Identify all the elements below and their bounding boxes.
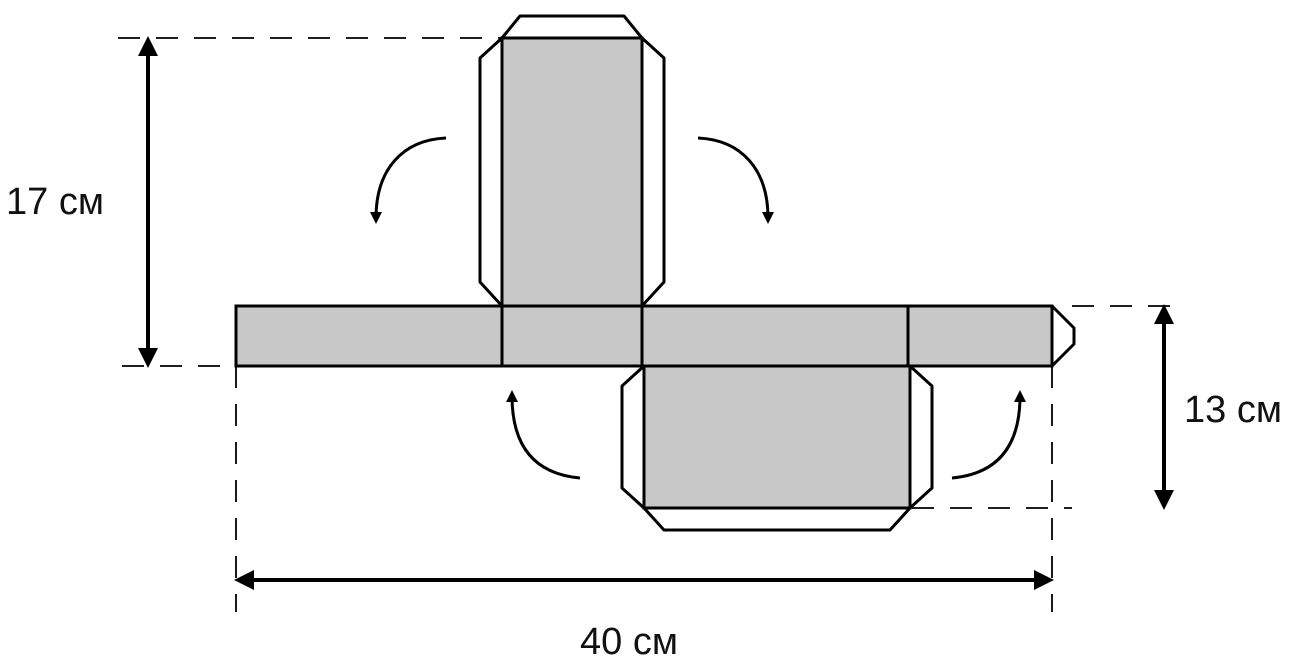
fold-arrow-top-left bbox=[370, 136, 447, 224]
label-17-cm: 17 см bbox=[6, 181, 104, 223]
faces bbox=[234, 36, 1054, 510]
fold-arrows bbox=[370, 136, 1026, 480]
face-bottom bbox=[642, 364, 912, 510]
top-flap-upper bbox=[500, 14, 644, 40]
bottom-flap-lower bbox=[642, 506, 912, 532]
face-top bbox=[500, 36, 644, 308]
bottom-flap-right bbox=[908, 364, 934, 510]
bottom-flap-left bbox=[620, 364, 646, 510]
fold-arrow-bottom-right bbox=[951, 390, 1026, 480]
top-flap-right bbox=[640, 36, 666, 308]
label-40-cm: 40 см bbox=[580, 621, 678, 663]
face-strip bbox=[234, 304, 1054, 368]
fold-arrow-bottom-left bbox=[506, 390, 581, 480]
dimension-arrows bbox=[138, 36, 1174, 590]
flaps bbox=[478, 14, 1076, 532]
label-13-cm: 13 см bbox=[1184, 389, 1282, 431]
end-flap bbox=[1050, 304, 1076, 368]
top-flap-left bbox=[478, 36, 504, 308]
fold-arrow-top-right bbox=[697, 136, 774, 224]
